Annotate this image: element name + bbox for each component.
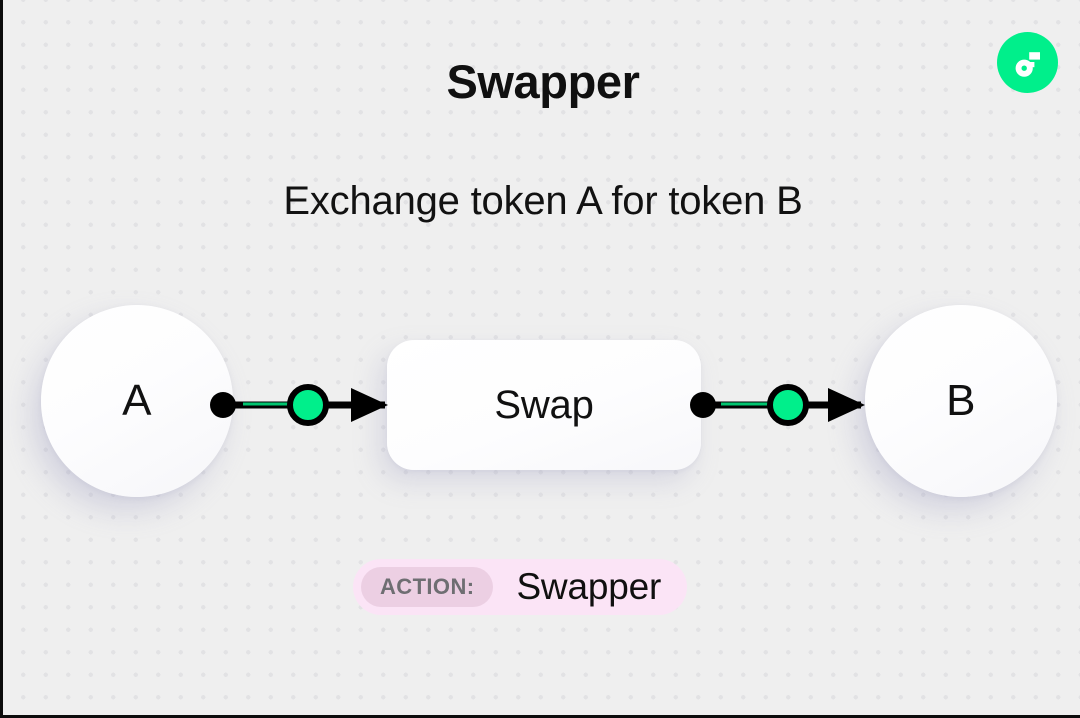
action-badge-key: ACTION: (361, 567, 494, 607)
token-a-label: A (122, 376, 152, 425)
token-a-node[interactable]: A (41, 305, 233, 497)
token-b-node[interactable]: B (865, 305, 1057, 497)
connector-mid-node-b[interactable] (767, 384, 809, 426)
page-title: Swapper (446, 55, 640, 108)
swap-process-label: Swap (494, 382, 594, 427)
token-b-label: B (946, 376, 976, 425)
swap-process-node[interactable]: Swap (387, 340, 701, 470)
flow-logo (997, 32, 1058, 93)
page-subtitle: Exchange token A for token B (283, 179, 803, 223)
connector-mid-node-a[interactable] (287, 384, 329, 426)
action-badge: ACTION: Swapper (353, 559, 688, 615)
connector-swap-to-b (690, 384, 865, 426)
connector-arrowhead-a (351, 388, 388, 422)
flow-logo-glyph (1015, 51, 1040, 77)
connector-arrowhead-b (828, 388, 865, 422)
action-badge-value: Swapper (516, 566, 662, 607)
connector-a-to-swap (210, 384, 388, 426)
